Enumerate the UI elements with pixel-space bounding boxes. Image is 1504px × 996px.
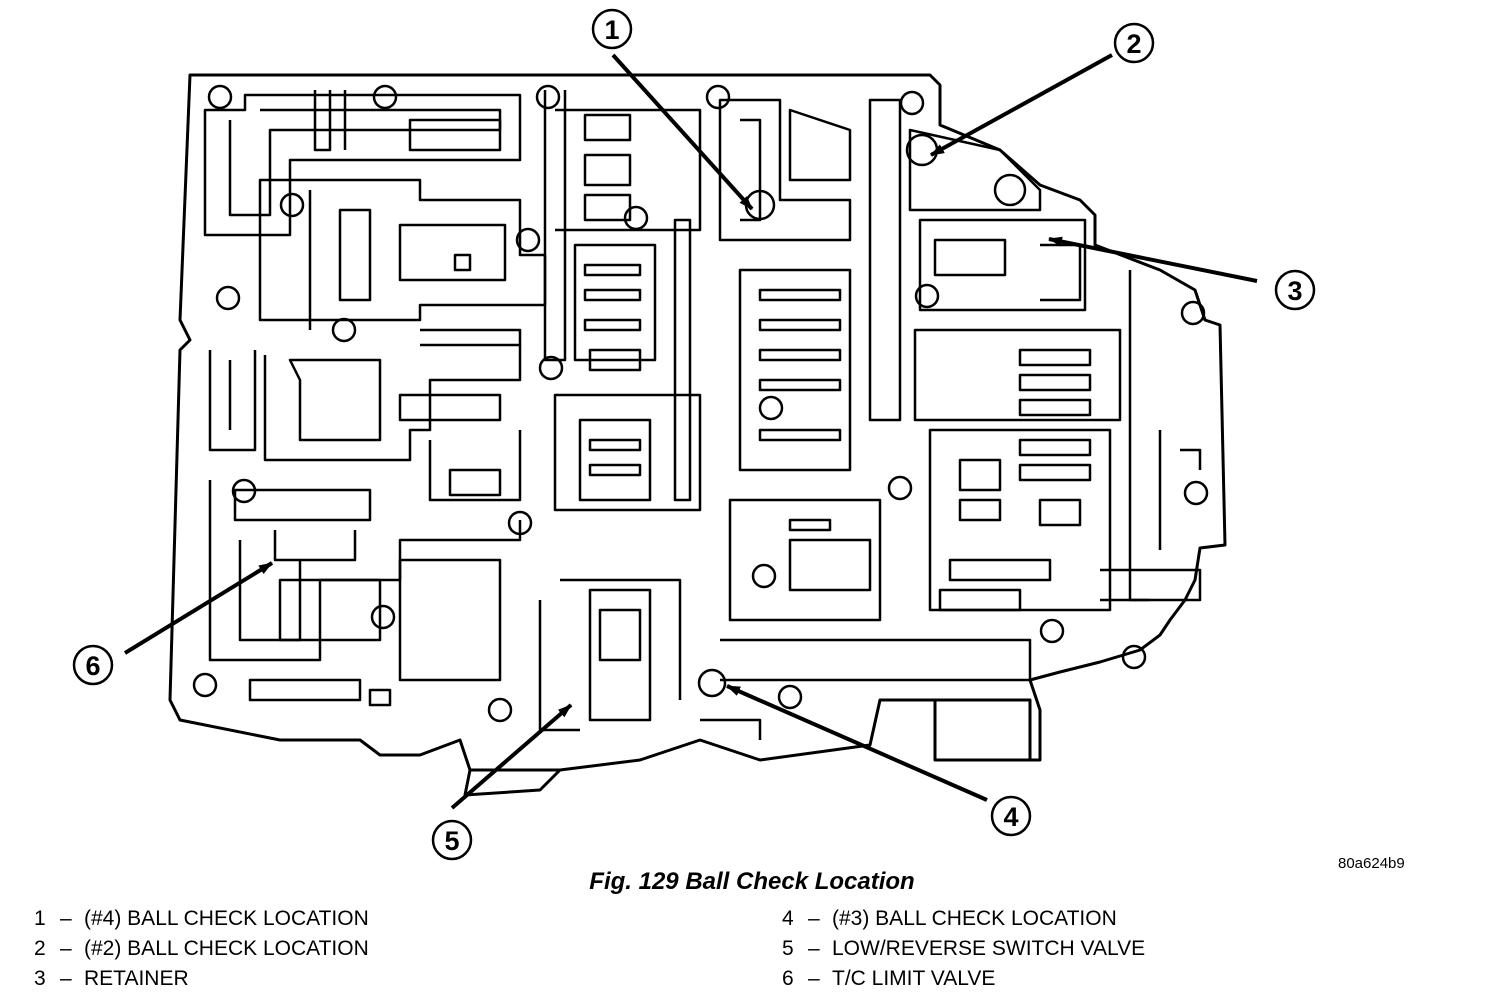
legend-item-3: 3 – RETAINER	[34, 964, 369, 994]
legend-separator: –	[60, 937, 72, 960]
legend-text: T/C LIMIT VALVE	[832, 967, 996, 990]
valve-body-diagram: 1 2 3 4 5 6	[72, 8, 1316, 861]
callout-arrow-3	[1048, 236, 1258, 283]
callout-4-label: 4	[1003, 802, 1018, 832]
legend-text: (#2) BALL CHECK LOCATION	[84, 937, 369, 960]
figure-caption: Fig. 129 Ball Check Location	[0, 868, 1504, 896]
legend-number: 1	[34, 907, 46, 930]
legend-item-4: 4 – (#3) BALL CHECK LOCATION	[782, 904, 1145, 934]
callout-arrow-2	[930, 53, 1113, 157]
legend-text: RETAINER	[84, 967, 189, 990]
callout-2-label: 2	[1126, 29, 1141, 59]
legend-item-2: 2 – (#2) BALL CHECK LOCATION	[34, 934, 369, 964]
callout-6: 6	[72, 644, 114, 686]
figure-caption-text: Fig. 129 Ball Check Location	[589, 868, 915, 895]
bolt-holes	[192, 84, 1209, 723]
callout-1: 1	[591, 8, 633, 50]
legend-item-1: 1 – (#4) BALL CHECK LOCATION	[34, 904, 369, 934]
legend-item-6: 6 – T/C LIMIT VALVE	[782, 964, 1145, 994]
legend-separator: –	[60, 967, 72, 990]
legend-text: LOW/REVERSE SWITCH VALVE	[832, 937, 1146, 960]
legend-separator: –	[60, 907, 72, 930]
legend-left-column: 1 – (#4) BALL CHECK LOCATION 2 – (#2) BA…	[34, 904, 369, 994]
callout-5: 5	[431, 819, 473, 861]
legend-number: 4	[782, 907, 794, 930]
legend-right-column: 4 – (#3) BALL CHECK LOCATION 5 – LOW/REV…	[782, 904, 1145, 994]
callout-3: 3	[1274, 269, 1316, 311]
callout-3-label: 3	[1287, 276, 1302, 306]
callout-arrows	[123, 53, 1258, 810]
valve-passages	[203, 90, 1202, 740]
callout-2: 2	[1113, 22, 1155, 64]
figure-reference-code: 80a624b9	[1338, 855, 1405, 872]
callout-arrow-6	[123, 561, 274, 655]
legend-separator: –	[808, 907, 820, 930]
legend-item-5: 5 – LOW/REVERSE SWITCH VALVE	[782, 934, 1145, 964]
valve-body-outline	[168, 73, 1227, 797]
callout-6-label: 6	[85, 651, 100, 681]
callouts: 1 2 3 4 5 6	[72, 8, 1316, 861]
legend-number: 3	[34, 967, 46, 990]
callout-arrow-1	[611, 53, 754, 211]
callout-5-label: 5	[444, 826, 459, 856]
legend-separator: –	[808, 937, 820, 960]
legend-number: 6	[782, 967, 794, 990]
legend-number: 5	[782, 937, 794, 960]
callout-1-label: 1	[604, 15, 619, 45]
callout-arrow-5	[450, 703, 573, 810]
callout-arrow-4	[726, 684, 988, 802]
legend-number: 2	[34, 937, 46, 960]
legend-text: (#3) BALL CHECK LOCATION	[832, 907, 1117, 930]
legend-text: (#4) BALL CHECK LOCATION	[84, 907, 369, 930]
legend-separator: –	[808, 967, 820, 990]
callout-4: 4	[990, 795, 1032, 837]
